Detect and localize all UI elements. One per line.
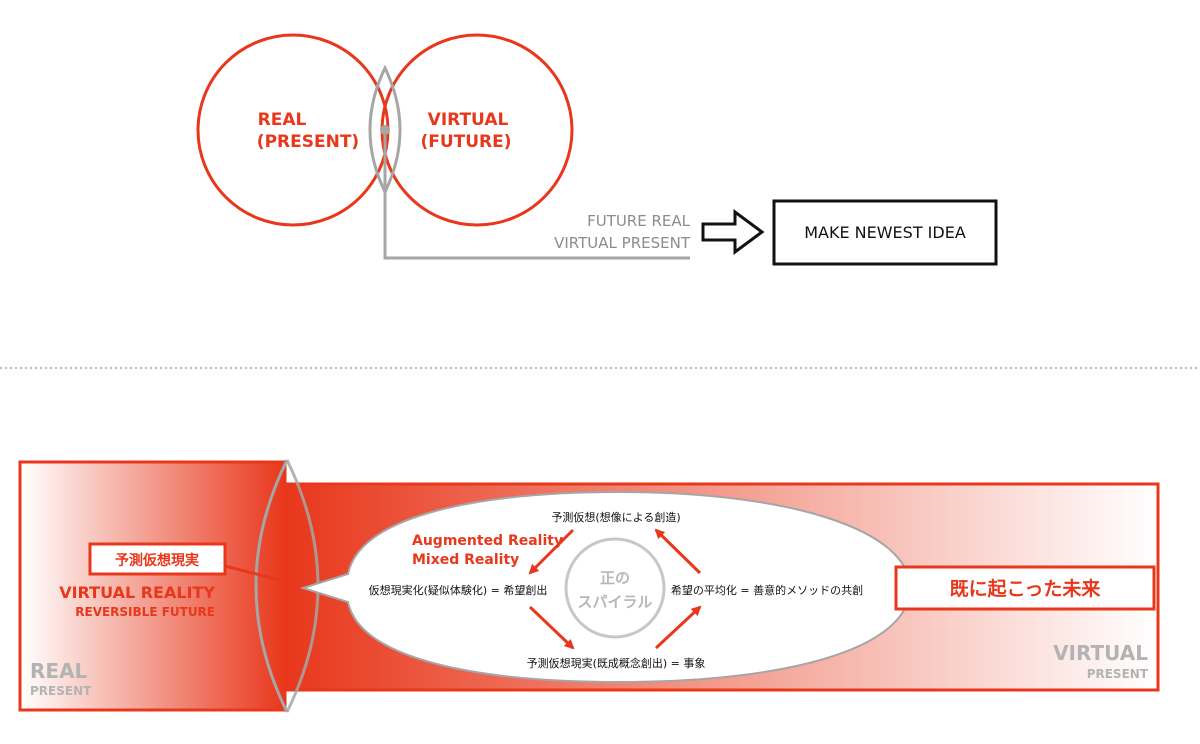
idea-box <box>772 199 998 266</box>
future-tag-box <box>894 565 1156 611</box>
arrow-top-to-left <box>528 528 575 575</box>
spiral-label-line2: スパイラル <box>577 593 652 611</box>
prediction-tag-box <box>88 542 227 576</box>
real-circle <box>196 33 390 227</box>
venn-diagram: REAL (PRESENT) VIRTUAL (FUTURE) FUTURE R… <box>196 33 998 266</box>
cycle-top-text: 予測仮想(想像による創造) <box>551 510 680 524</box>
connector-line <box>383 130 690 260</box>
cycle-right-text: 希望の平均化 = 善意的メソッドの共創 <box>671 583 863 597</box>
spiral-label-line1: 正の <box>600 569 630 587</box>
real-corner-label: REAL <box>30 659 88 683</box>
present-label: (PRESENT) <box>257 132 359 152</box>
ar-label: Augmented Reality <box>412 533 563 549</box>
vr-subtitle: REVERSIBLE FUTURE <box>75 605 215 619</box>
virtual-circle <box>380 33 574 227</box>
cycle-left-text: 仮想現実化(疑似体験化) = 希望創出 <box>369 583 548 597</box>
virtual-label: VIRTUAL <box>428 110 509 130</box>
idea-box-label: MAKE NEWEST IDEA <box>804 223 966 242</box>
real-label: REAL <box>258 110 307 130</box>
vr-title: VIRTUAL REALITY <box>59 583 215 602</box>
present-corner-label: PRESENT <box>30 684 92 698</box>
prediction-tag-connector <box>224 564 281 582</box>
future-real-label: FUTURE REAL <box>587 212 691 230</box>
lens-arc-left <box>254 459 289 713</box>
virtual-corner-label: VIRTUAL <box>1053 641 1148 665</box>
cycle-bottom-text: 予測仮想現実(既成概念創出) = 事象 <box>527 656 706 670</box>
arrow-left-to-bottom <box>528 605 575 650</box>
mr-label: Mixed Reality <box>412 552 519 568</box>
virtual-present-label: VIRTUAL PRESENT <box>554 234 691 252</box>
reality-band: REAL PRESENT VIRTUAL PRESENT VIRTUAL REA… <box>18 459 1160 713</box>
spiral-ring <box>564 537 666 639</box>
arrow-bottom-to-right <box>654 605 702 650</box>
arrow-right-to-top <box>654 528 702 575</box>
outline-arrow-icon <box>701 209 765 255</box>
future-label: (FUTURE) <box>420 132 511 152</box>
future-tag-label: 既に起こった未来 <box>950 577 1101 600</box>
virtual-present-corner-label: PRESENT <box>1087 667 1149 681</box>
prediction-tag-label: 予測仮想現実 <box>115 552 199 569</box>
